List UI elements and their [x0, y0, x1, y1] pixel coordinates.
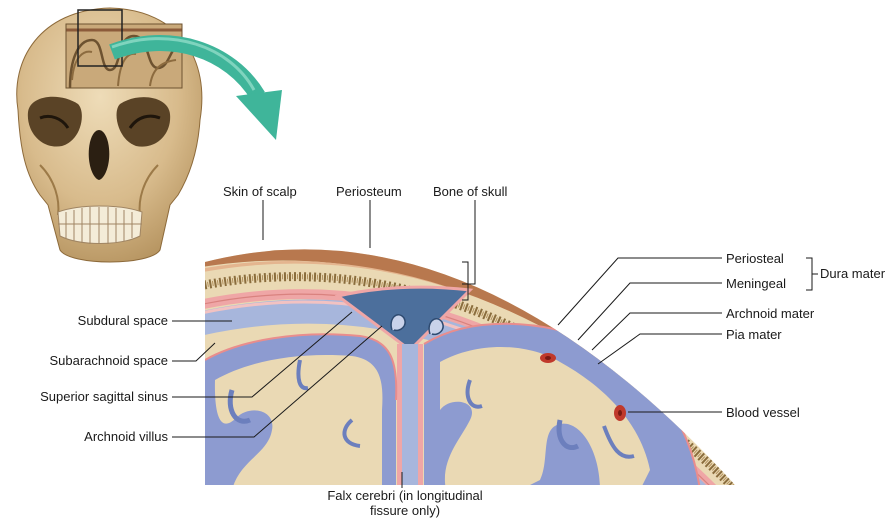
label-falx-cerebri: Falx cerebri (in longitudinal fissure on…	[300, 488, 510, 518]
label-blood-vessel: Blood vessel	[726, 405, 800, 420]
label-subdural-space: Subdural space	[20, 313, 168, 328]
label-falx-cerebri-line1: Falx cerebri (in longitudinal	[300, 488, 510, 503]
arachnoid-villus-left	[391, 315, 405, 331]
label-periosteal: Periosteal	[726, 251, 784, 266]
label-subarachnoid-space: Subarachnoid space	[10, 353, 168, 368]
falx-cerebri	[402, 344, 418, 490]
label-bone-of-skull: Bone of skull	[433, 184, 507, 199]
label-dura-mater: Dura mater	[820, 266, 885, 281]
label-falx-cerebri-line2: fissure only)	[300, 503, 510, 518]
label-skin-of-scalp: Skin of scalp	[223, 184, 297, 199]
label-meningeal: Meningeal	[726, 276, 786, 291]
label-superior-sagittal-sinus: Superior sagittal sinus	[0, 389, 168, 404]
label-arachnoid-mater: Archnoid mater	[726, 306, 814, 321]
label-arachnoid-villus: Archnoid villus	[20, 429, 168, 444]
arachnoid-villus-right	[429, 319, 443, 335]
label-periosteum: Periosteum	[336, 184, 402, 199]
label-pia-mater: Pia mater	[726, 327, 782, 342]
